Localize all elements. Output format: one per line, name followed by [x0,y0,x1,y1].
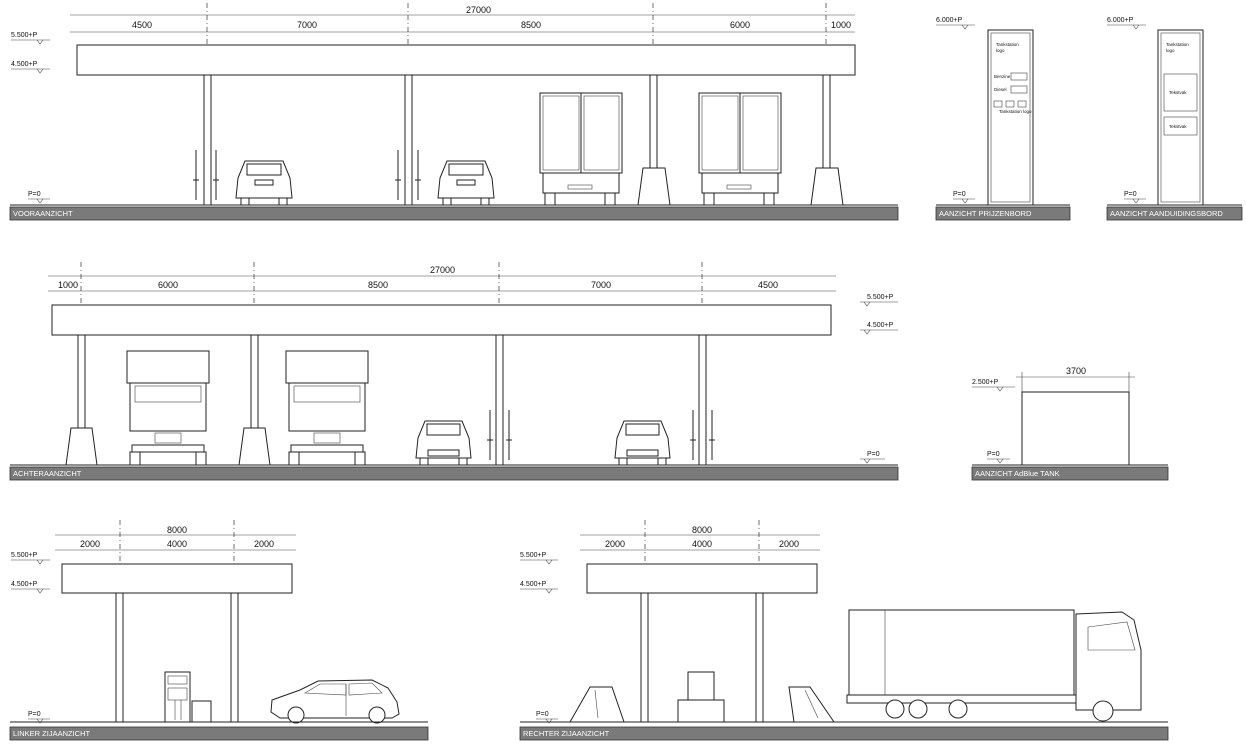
price-title: AANZICHT PRIJZENBORD [939,209,1032,218]
right-title-bar [519,726,1169,741]
price-logo-line2: logo [996,48,1005,53]
left-level-ground: P=0 [28,711,41,718]
right-level-ground: P=0 [536,711,549,718]
left-span-2: 4000 [167,539,187,549]
front-level-top: 5.500+P [11,32,38,39]
left-title-bar [9,726,429,741]
tank-level-ground: P=0 [987,451,1000,458]
right-side-view: 8000 2000 4000 2000 5.500+P 4.500+P P=0 [519,520,1169,741]
back-span-2: 6000 [158,280,178,290]
left-level-top: 5.500+P [11,552,38,559]
left-span-1: 2000 [80,539,100,549]
left-car-side [270,679,400,724]
back-level-ground: P=0 [867,451,880,458]
right-level-top: 5.500+P [520,552,547,559]
front-total-dimension: 27000 [466,5,491,15]
sign-level-ground: P=0 [1124,191,1137,198]
sign-logo-line1: Tankstation [1166,42,1189,47]
sign-board-view: 6.000+P P=0 Tankstation logo Tekstvak Te… [1106,17,1243,221]
sign-level-top: 6.000+P [1107,17,1134,24]
front-truck-1 [539,92,623,206]
right-total-dimension: 8000 [692,525,712,535]
back-level-mid: 4.500+P [867,322,894,329]
front-title-bar [9,206,899,221]
left-fuel-dispenser [164,671,212,723]
front-view: 27000 4500 7000 8500 6000 1000 5.500+P 4… [9,3,899,221]
back-total-dimension: 27000 [430,265,455,275]
price-board-view: 6.000+P P=0 Tankstation logo Benzine Die… [935,17,1071,221]
price-title-bar [935,206,1071,221]
right-truck-side [846,609,1142,722]
front-truck-2 [698,92,782,206]
front-title: VOORAANZICHT [13,209,73,218]
tank-level-top: 2.500+P [972,379,999,386]
price-level-ground: P=0 [953,191,966,198]
front-car-2 [437,160,495,206]
right-title: RECHTER ZIJAANZICHT [523,729,610,738]
price-small-logo: Tankstation logo [999,109,1032,114]
tank-title: AANZICHT AdBlue TANK [975,469,1060,478]
right-level-mid: 4.500+P [520,581,547,588]
left-span-3: 2000 [254,539,274,549]
back-truck-2 [285,350,369,466]
sign-field-1: Tekstvak [1169,90,1187,95]
right-span-2: 4000 [692,539,712,549]
price-logo-line1: Tankstation [996,42,1019,47]
tank-title-bar [971,466,1169,481]
left-level-mid: 4.500+P [11,581,38,588]
price-fuel-1: Benzine [994,74,1011,79]
back-span-4: 7000 [591,280,611,290]
price-level-top: 6.000+P [936,17,963,24]
front-span-1: 4500 [132,20,152,30]
left-side-view: 8000 2000 4000 2000 5.500+P 4.500+P P=0 [9,520,429,741]
back-span-5: 4500 [758,280,778,290]
tank-width-dimension: 3700 [1066,366,1086,376]
sign-title: AANZICHT AANDUIDINGSBORD [1110,209,1223,218]
back-title-bar [9,466,899,481]
adblue-tank-view: 3700 2.500+P P=0 AANZICHT AdBlue TANK [971,366,1169,481]
back-level-top: 5.500+P [867,294,894,301]
price-fuel-2: Diesel [994,87,1007,92]
sign-logo-line2: logo [1166,48,1175,53]
back-span-1: 1000 [58,280,78,290]
front-span-4: 6000 [730,20,750,30]
back-car-1 [415,420,472,466]
front-span-5: 1000 [831,20,851,30]
front-span-2: 7000 [297,20,317,30]
sign-title-bar [1106,206,1243,221]
back-title: ACHTERAANZICHT [13,469,82,478]
front-span-3: 8500 [521,20,541,30]
right-span-1: 2000 [605,539,625,549]
front-car-1 [235,160,293,206]
right-span-3: 2000 [779,539,799,549]
sign-field-2: Tekstvak [1169,124,1187,129]
back-car-2 [614,420,671,466]
left-title: LINKER ZIJAANZICHT [13,729,91,738]
back-truck-1 [126,350,210,466]
front-level-ground: P=0 [28,191,41,198]
front-level-mid: 4.500+P [11,61,38,68]
left-total-dimension: 8000 [167,525,187,535]
back-view: 27000 1000 6000 8500 7000 4500 5.500+P 4… [9,262,899,481]
back-span-3: 8500 [368,280,388,290]
